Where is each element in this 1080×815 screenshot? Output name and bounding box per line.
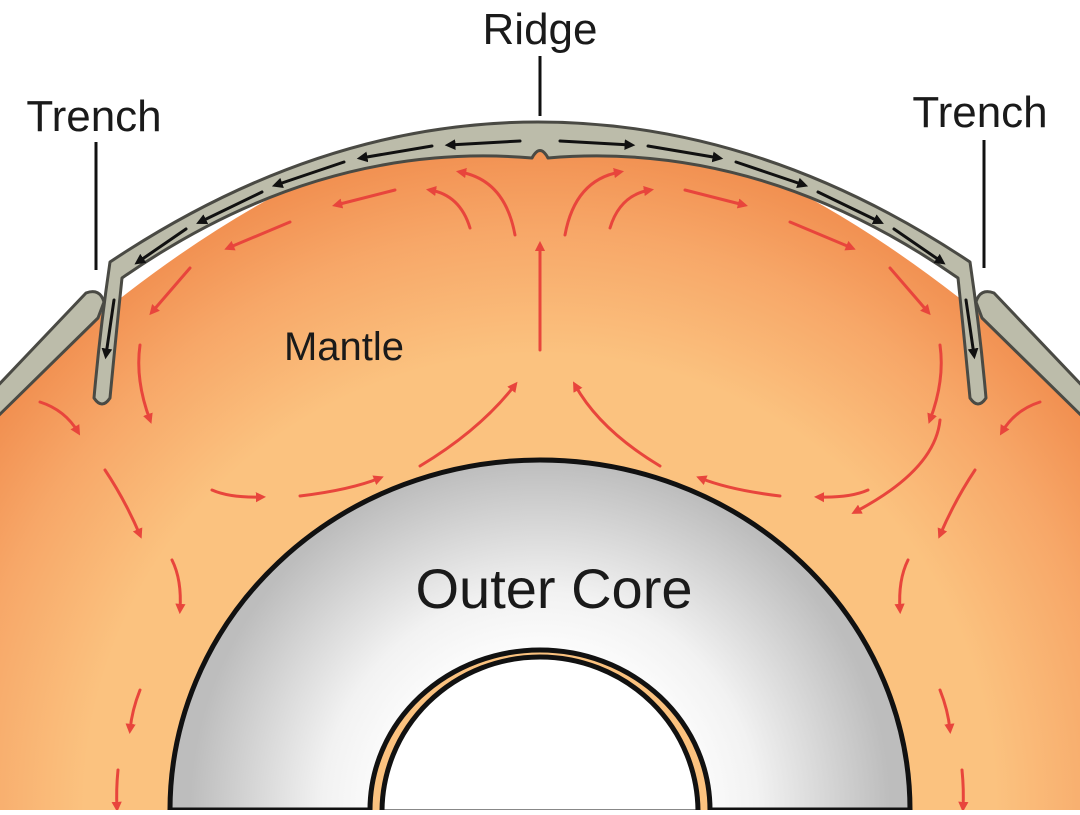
inner-core — [379, 654, 701, 815]
mantle-label: Mantle — [284, 325, 404, 369]
ridge-label: Ridge — [483, 5, 598, 54]
plate-motion-arrows-left — [101, 139, 522, 360]
crust-left-outer — [0, 290, 106, 417]
oceanic-plate — [92, 120, 988, 406]
trench-left-label: Trench — [26, 92, 161, 141]
outer-core — [167, 457, 913, 813]
outer-core-label: Outer Core — [416, 557, 693, 620]
convection-arrows — [38, 168, 1042, 813]
trench-right-label: Trench — [912, 88, 1047, 137]
plate-motion-arrows-right — [558, 139, 979, 360]
crust-right-outer — [974, 290, 1080, 417]
